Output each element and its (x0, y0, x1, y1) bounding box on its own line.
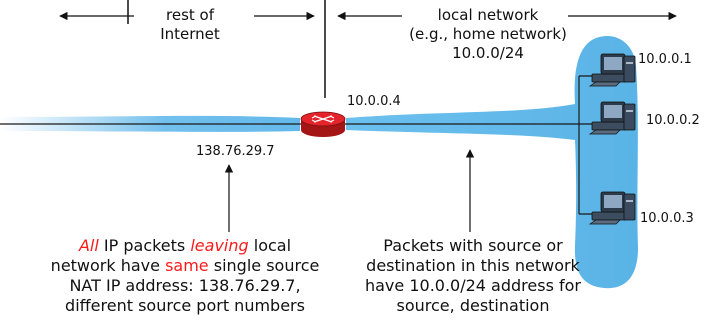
host-10-0-0-2-computer-icon (588, 101, 636, 135)
local-network-caption-line2: destination in this network (366, 256, 580, 275)
host1-address: 10.0.0.1 (638, 52, 692, 67)
caption-same: same (165, 256, 209, 275)
local-network-label-line2: (e.g., home network) (409, 25, 567, 43)
caption-network-have: network have (50, 256, 166, 275)
nat-router-icon (300, 111, 346, 137)
nat-source-caption-line3: NAT IP address: 138.76.29.7, (69, 276, 301, 295)
local-network-label-line1: local network (437, 6, 539, 24)
local-network-caption-line1: Packets with source or (383, 236, 563, 255)
nat-source-caption-line2: network have same single source (25, 256, 345, 276)
nat-source-caption-line4: different source port numbers (65, 296, 305, 315)
local-network-caption: Packets with source or destination in th… (354, 236, 592, 316)
host3-address: 10.0.0.3 (640, 211, 694, 226)
host-10-0-0-3-computer-icon (588, 191, 636, 225)
host-10-0-0-1-computer-icon (588, 53, 636, 87)
local-network-label: local network (e.g., home network) 10.0.… (398, 6, 578, 63)
rest-of-internet-label-line2: Internet (160, 25, 220, 43)
local-network-caption-line4: source, destination (396, 296, 550, 315)
router-lan-address: 10.0.0.4 (347, 94, 401, 109)
rest-of-internet-label-line1: rest of (166, 6, 214, 24)
router-wan-address: 138.76.29.7 (196, 144, 275, 159)
caption-ip-packets: IP packets (98, 236, 191, 255)
nat-source-caption: All IP packets leaving local network hav… (25, 236, 345, 316)
caption-all: All (78, 236, 99, 255)
local-network-caption-line3: have 10.0.0/24 address for (364, 276, 581, 295)
rest-of-internet-label: rest of Internet (140, 6, 240, 44)
host2-address: 10.0.0.2 (646, 113, 700, 128)
caption-leaving: leaving (190, 236, 249, 255)
caption-local: local (248, 236, 292, 255)
nat-source-caption-line1: All IP packets leaving local (25, 236, 345, 256)
caption-single-source: single source (208, 256, 320, 275)
local-network-subnet-label: 10.0.0/24 (452, 44, 524, 62)
